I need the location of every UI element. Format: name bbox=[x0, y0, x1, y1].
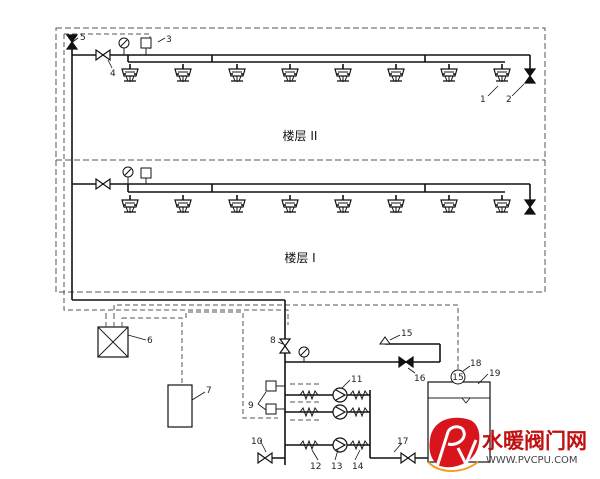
upper-signal-valve bbox=[95, 49, 111, 61]
sprinkler-head bbox=[281, 63, 299, 83]
suction-valve-17 bbox=[400, 452, 416, 464]
callout-leaders bbox=[69, 37, 525, 461]
signal-line-tank bbox=[113, 304, 459, 372]
label-18: 18 bbox=[470, 359, 482, 369]
upper-pressure-gauge bbox=[118, 37, 130, 49]
level-indicator bbox=[450, 369, 466, 385]
main-gate-valve bbox=[279, 338, 291, 354]
watermark-text: 水暖阀门网 bbox=[482, 429, 587, 453]
check-valve-16 bbox=[398, 356, 414, 368]
lower-sprinklers bbox=[121, 194, 511, 214]
sprinkler-head bbox=[387, 194, 405, 214]
lower-signal-valve bbox=[95, 178, 111, 190]
sprinkler-head bbox=[387, 63, 405, 83]
label-6: 6 bbox=[147, 336, 153, 346]
label-7: 7 bbox=[206, 386, 212, 396]
label-15-inner: 15 bbox=[452, 373, 463, 383]
watermark-logo-icon bbox=[427, 417, 480, 472]
lower-flow-indicator bbox=[140, 167, 152, 179]
sprinkler-head bbox=[493, 194, 511, 214]
watermark: 水暖阀门网 WWW.PVCPU.COM bbox=[427, 417, 587, 472]
label-10: 10 bbox=[251, 437, 263, 447]
sprinkler-head bbox=[121, 194, 139, 214]
pressure-switch-lower bbox=[265, 403, 277, 415]
pump-set-lower bbox=[285, 437, 370, 453]
pump-set-upper bbox=[285, 387, 370, 403]
label-2: 2 bbox=[506, 95, 512, 105]
upper-floor-branch bbox=[72, 54, 531, 74]
sprinkler-head bbox=[228, 194, 246, 214]
label-17: 17 bbox=[397, 437, 408, 447]
sprinkler-head bbox=[281, 194, 299, 214]
sprinkler-head bbox=[174, 63, 192, 83]
label-12: 12 bbox=[310, 462, 321, 472]
watermark-url: WWW.PVCPU.COM bbox=[486, 455, 578, 466]
sprinkler-head bbox=[121, 63, 139, 83]
label-9: 9 bbox=[248, 401, 254, 411]
pump-set-middle bbox=[285, 404, 370, 420]
sprinkler-head bbox=[440, 194, 458, 214]
label-14: 14 bbox=[352, 462, 364, 472]
drain-valve-10 bbox=[257, 452, 273, 464]
sprinkler-head bbox=[174, 194, 192, 214]
lower-end-test-valve bbox=[524, 199, 536, 215]
label-16: 16 bbox=[414, 374, 426, 384]
floor-label-upper: 楼层 II bbox=[283, 128, 318, 143]
pump-pressure-gauge bbox=[298, 346, 310, 358]
sprinkler-head bbox=[334, 63, 352, 83]
label-5: 5 bbox=[80, 33, 86, 43]
signal-line-main bbox=[63, 34, 289, 325]
floor-label-lower: 楼层 I bbox=[284, 250, 315, 265]
pressure-switch-upper bbox=[265, 380, 277, 392]
label-13: 13 bbox=[331, 462, 342, 472]
upper-flow-indicator bbox=[140, 37, 152, 49]
label-19: 19 bbox=[489, 369, 501, 379]
label-8: 8 bbox=[270, 336, 276, 346]
fire-cabinet bbox=[167, 384, 193, 428]
lower-pressure-gauge bbox=[122, 166, 134, 178]
lower-floor-branch bbox=[72, 183, 531, 205]
signal-line-top bbox=[64, 33, 151, 50]
relief-valve bbox=[379, 336, 391, 345]
upper-sprinklers bbox=[121, 63, 511, 83]
label-3: 3 bbox=[166, 35, 172, 45]
label-11: 11 bbox=[351, 375, 362, 385]
upper-end-test-valve bbox=[524, 68, 536, 84]
sprinkler-head bbox=[493, 63, 511, 83]
sprinkler-head bbox=[440, 63, 458, 83]
label-15: 15 bbox=[401, 329, 412, 339]
sprinkler-head bbox=[334, 194, 352, 214]
test-valve-icon bbox=[66, 34, 78, 50]
label-4: 4 bbox=[110, 69, 116, 79]
label-1: 1 bbox=[480, 95, 486, 105]
sprinkler-head bbox=[228, 63, 246, 83]
